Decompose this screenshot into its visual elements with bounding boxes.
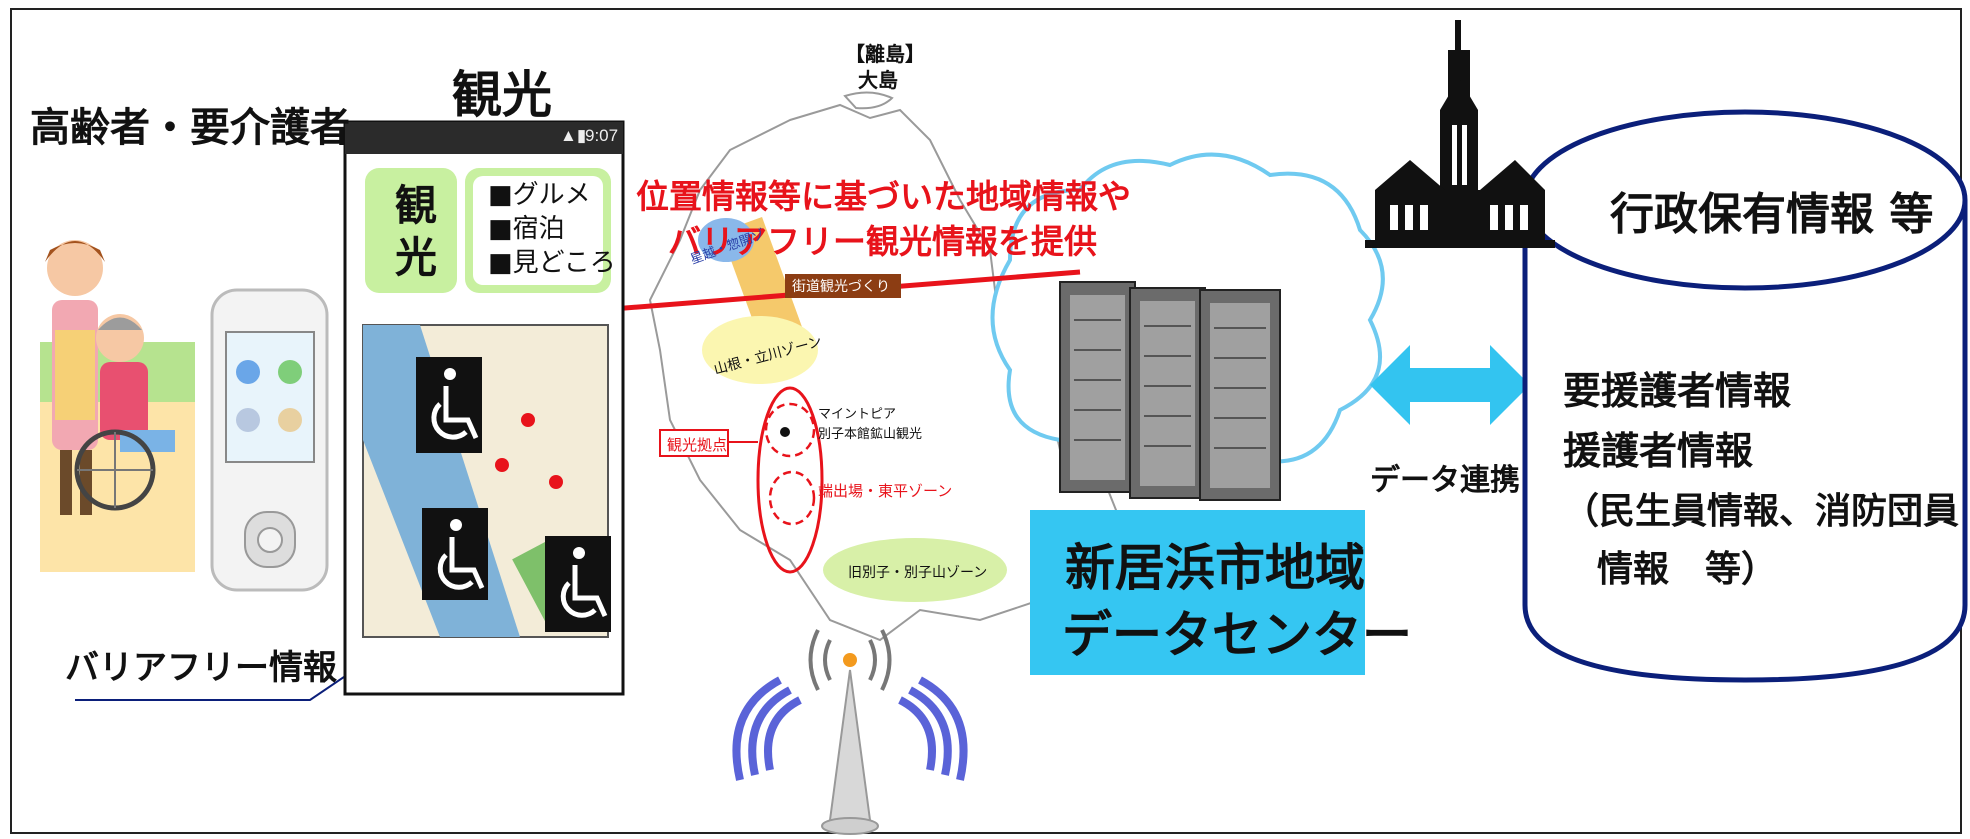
island-label-line2: 大島 (858, 68, 898, 92)
gov-info-label: 行政保有情報 等 (1610, 189, 1934, 240)
wheelchair-icon-1 (416, 357, 482, 453)
support-info-line1: 要援護者情報 (1563, 368, 1792, 413)
phone-menu: ■グルメ ■宿泊 ■見どころ (488, 178, 616, 280)
phone-menu-item-lodging[interactable]: ■宿泊 (488, 214, 565, 244)
wheelchair-icon-3 (545, 536, 611, 632)
support-info-line3: （民生員情報、消防団員 (1563, 490, 1960, 532)
datacenter-title-line2: データセンター (1062, 605, 1412, 664)
yamane-zone (702, 316, 818, 384)
data-link-label: データ連携 (1370, 463, 1520, 498)
status-time: 9:07 (585, 126, 619, 145)
phone-tile-title-line1: 観 (395, 181, 438, 230)
hadeba-circle (768, 470, 816, 526)
signal-waves-left (732, 676, 802, 781)
kyubesshi-zone (823, 538, 1007, 602)
minetopia-circle (764, 402, 816, 458)
support-info-line2: 援護者情報 (1563, 428, 1754, 473)
minetopia-label-line2: 別子本館鉱山観光 (818, 427, 923, 442)
feature-phone-illustration (210, 288, 329, 592)
kaido-label-bg (785, 274, 901, 298)
elderly-label: 高齢者・要介護者 (30, 104, 350, 151)
hadeba-label: 端出場・東平ゾーン (818, 482, 953, 500)
server-rack-3 (1199, 289, 1281, 501)
phone-tile-title: 観 光 (395, 180, 437, 284)
kanko-kyoten-ellipse (756, 386, 824, 574)
elderly-caregiver-illustration (40, 240, 195, 572)
city-hall-icon (1365, 20, 1555, 248)
barrier-free-label: バリアフリー情報 (65, 648, 337, 688)
server-rack-2 (1129, 287, 1206, 499)
phone-tile-title-bg (365, 168, 457, 293)
datacenter-title-line1: 新居浜市地域 (1065, 538, 1365, 597)
hoshigoe-zone (698, 218, 754, 262)
server-rack-1 (1059, 281, 1136, 493)
minetopia-label-line1: マイントピア (818, 407, 897, 422)
support-info-line4: 情報 等） (1597, 548, 1778, 590)
database-cylinder-body (1522, 200, 1968, 683)
island-label-line1: 【離島】 (845, 42, 925, 66)
kyubesshi-label: 旧別子・別子山ゾーン (848, 565, 988, 581)
wheelchair-icon-2 (422, 508, 488, 600)
phone-menu-item-gourmet[interactable]: ■グルメ (488, 180, 591, 210)
antenna-tower-icon (808, 629, 892, 835)
oshima-island (843, 91, 894, 110)
kanko-kyoten-label-box (659, 429, 729, 457)
phone-tile-title-line2: 光 (395, 233, 438, 282)
kanko-kyoten-label: 観光拠点 (667, 436, 728, 454)
kaido-label: 街道観光づくり (792, 279, 890, 295)
data-link-arrow (1370, 345, 1530, 425)
datacenter-box (1030, 510, 1365, 675)
provide-text-line1: 位置情報等に基づいた地域情報や (636, 177, 1131, 216)
tourism-title: 観光 (452, 65, 552, 124)
phone-menu-item-sightseeing[interactable]: ■見どころ (488, 248, 616, 278)
provide-text-line2: バリアフリー観光情報を提供 (668, 222, 1097, 261)
wifi-signal-icon: ▲▮ (560, 126, 587, 145)
minetopia-dot (780, 427, 790, 437)
smartphone-status-bar (345, 122, 623, 154)
signal-waves-right (898, 676, 968, 781)
